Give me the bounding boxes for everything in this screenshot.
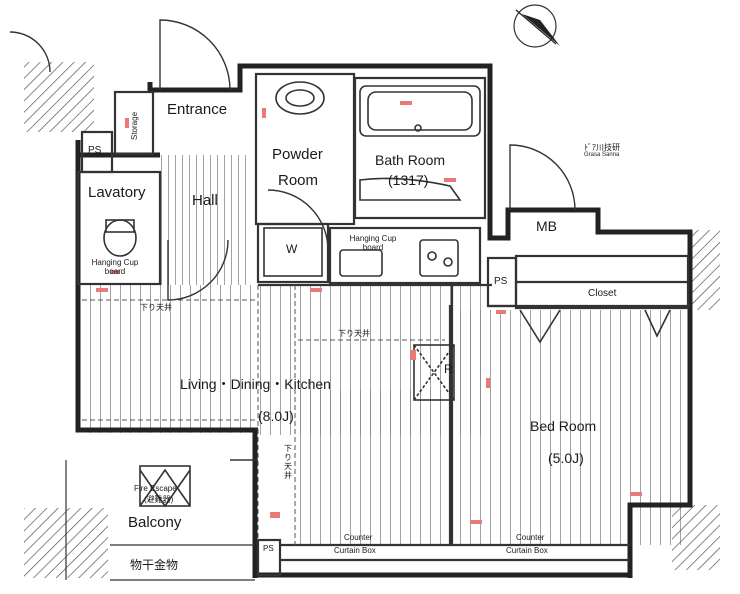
label-powder: Powder <box>272 146 323 163</box>
inner-walls <box>76 72 690 577</box>
label-lavatory: Lavatory <box>88 184 146 201</box>
label-fire-escape-jp: (避難器) <box>144 495 174 504</box>
north-arrow-icon <box>513 4 560 48</box>
label-bed-size: (5.0J) <box>548 450 584 466</box>
label-balcony: Balcony <box>128 514 182 531</box>
label-hanging-cup-board-kitchen: Hanging Cup board <box>349 234 397 252</box>
label-counter-left: Counter <box>344 533 373 542</box>
label-washer: W <box>286 242 298 256</box>
ceiling-lines <box>82 285 445 545</box>
label-entrance: Entrance <box>167 101 228 118</box>
label-refrigerator: R <box>444 362 453 376</box>
label-hall: Hall <box>192 192 218 209</box>
label-curtain-box-right: Curtain Box <box>506 546 548 555</box>
outlet-markers <box>96 101 642 524</box>
label-brand-sub: Grasa Sanna <box>584 152 620 158</box>
label-bath-room: Bath Room <box>375 152 446 168</box>
label-room: Room <box>278 172 319 189</box>
label-closet: Closet <box>588 288 617 299</box>
label-lowered-ceiling-2: 下り天井 <box>338 329 370 338</box>
label-brand: ﾄﾞｱ川技研 <box>584 143 620 152</box>
label-fire-escape: Fire Escape <box>134 484 177 493</box>
label-drying-rack: 物干金物 <box>130 558 179 572</box>
label-ps-right: PS <box>494 276 508 287</box>
label-ps-top: PS <box>88 145 102 156</box>
label-storage: Storage <box>130 111 139 140</box>
fixtures <box>103 81 671 508</box>
label-curtain-box-left: Curtain Box <box>334 546 376 555</box>
label-mb: MB <box>536 218 557 234</box>
door-swings <box>9 19 576 461</box>
label-ldk-size: (8.0J) <box>258 408 294 424</box>
label-lowered-ceiling-3: 下り天井 <box>284 444 292 480</box>
balcony-rail <box>65 460 255 581</box>
structural-hatch <box>24 62 720 578</box>
label-bed-room: Bed Room <box>530 418 597 434</box>
label-bath-size: (1317) <box>388 172 429 188</box>
label-ps-bottom: PS <box>263 544 274 553</box>
label-ldk: Living・Dining・Kitchen <box>180 376 331 392</box>
label-counter-right: Counter <box>516 533 545 542</box>
outer-walls <box>75 63 693 578</box>
label-hanging-cup-board-lav: Hanging Cup board <box>91 258 139 276</box>
label-lowered-ceiling-1: 下り天井 <box>140 303 172 312</box>
